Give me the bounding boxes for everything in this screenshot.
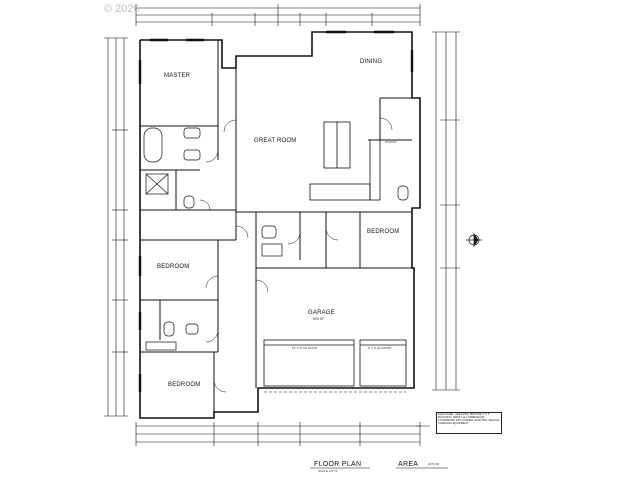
area-label: AREA <box>398 461 419 468</box>
room-label-bedroom-left: BEDROOM <box>157 264 190 270</box>
hall-bath-fixtures <box>145 185 409 351</box>
room-label-bedroom-right: BEDROOM <box>367 229 400 235</box>
drawing-title: FLOOR PLAN <box>314 461 362 468</box>
garage-doors <box>263 339 407 387</box>
room-label-great-room: GREAT ROOM <box>254 138 297 144</box>
north-arrow-icon <box>466 232 482 248</box>
drawing-scale: SCALE 1/4"=1' <box>318 469 338 473</box>
right-dimension-lines <box>432 31 460 391</box>
interior-walls <box>140 40 412 412</box>
general-notes-box: ELEC PANEL, SEE NOTE; PROVIDE 2" X 4" BL… <box>436 412 502 434</box>
door-swings <box>199 117 393 393</box>
master-bath-fixtures <box>143 127 201 209</box>
area-value: 2474 SF <box>428 462 440 466</box>
garage-door-label-small: 8' X 8' OH DOOR <box>368 346 392 350</box>
room-label-bedroom-bottom: BEDROOM <box>168 382 201 388</box>
exterior-walls <box>139 31 421 419</box>
room-label-garage: GARAGE <box>308 310 335 316</box>
room-label-master: MASTER <box>164 73 191 79</box>
copyright-watermark: © 2026 <box>104 3 140 15</box>
bottom-dimension-lines <box>135 422 421 446</box>
top-dimension-lines <box>135 4 421 26</box>
windows <box>138 30 414 392</box>
garage-door-label-large: 16' X 8' OH DOOR <box>292 346 317 350</box>
garage-area: 805 SF <box>313 317 325 321</box>
kitchen-cabinetry <box>309 121 381 201</box>
left-dimension-lines <box>104 37 128 417</box>
room-label-dining: DINING <box>360 59 383 65</box>
room-label-pantry: PANTRY <box>385 140 397 144</box>
